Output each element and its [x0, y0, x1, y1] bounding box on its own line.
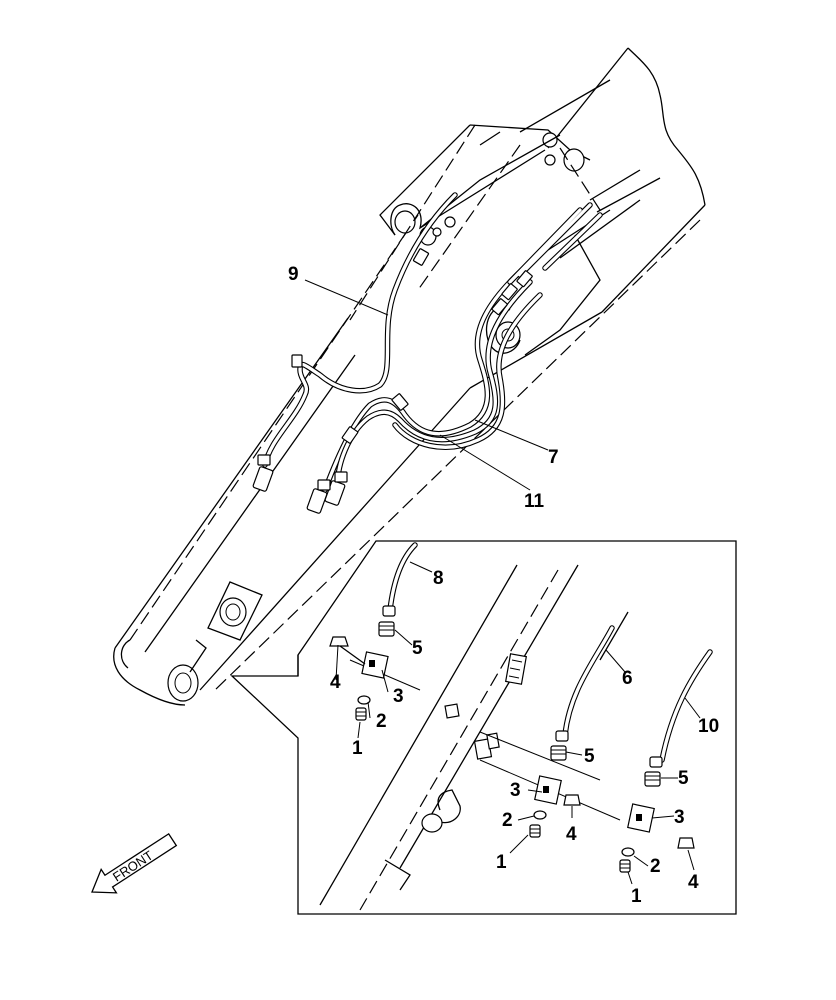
callout-a1: 1 — [352, 738, 363, 759]
callout-d5: 5 — [678, 768, 689, 789]
callout-a5: 5 — [412, 638, 423, 659]
callout-b5: 5 — [584, 746, 595, 767]
callout-a3: 3 — [393, 686, 404, 707]
callout-d4: 4 — [688, 872, 699, 893]
callout-b3: 3 — [510, 780, 521, 801]
boom-body — [113, 47, 706, 706]
boom-top-brackets — [349, 124, 661, 356]
leader-lines-detail — [335, 561, 701, 885]
callout-a2: 2 — [376, 711, 387, 732]
callout-9: 9 — [288, 264, 299, 285]
front-arrow: FRONT — [91, 832, 178, 894]
detail-hoses — [387, 542, 713, 763]
leader-lines-main — [304, 279, 549, 491]
callout-a4: 4 — [330, 672, 341, 693]
callout-11: 11 — [524, 491, 545, 512]
fitting-group-b — [529, 730, 581, 838]
hose-connectors-main — [252, 216, 533, 514]
fitting-group-c — [619, 756, 695, 873]
callout-10: 10 — [698, 716, 719, 737]
hose-lines-main — [262, 192, 603, 495]
callout-d2: 2 — [650, 856, 661, 877]
callout-8: 8 — [433, 568, 444, 589]
detail-boom-section — [319, 564, 629, 911]
callout-6: 6 — [622, 668, 633, 689]
callout-b4: 4 — [566, 824, 577, 845]
detail-inset-frame — [230, 540, 737, 915]
callout-d3: 3 — [674, 807, 685, 828]
callout-b2: 2 — [502, 810, 513, 831]
callout-7: 7 — [548, 447, 559, 468]
callout-d1: 1 — [631, 886, 642, 907]
fitting-group-a — [329, 605, 396, 721]
callout-b1: 1 — [496, 852, 507, 873]
front-label: FRONT — [110, 848, 156, 885]
